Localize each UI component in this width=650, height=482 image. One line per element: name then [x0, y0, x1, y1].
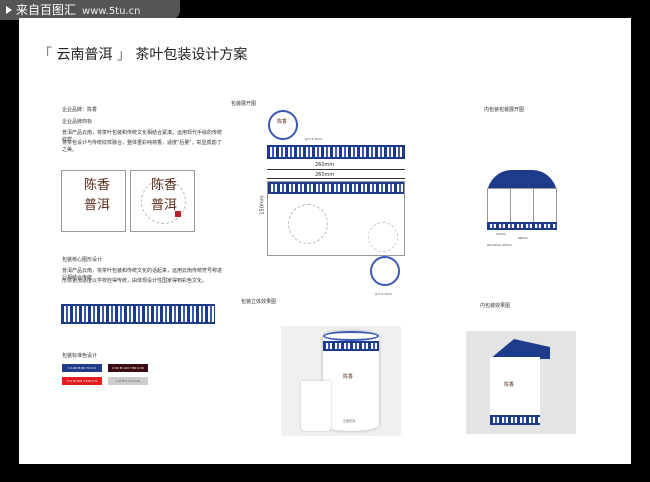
height-label: 150mm	[259, 195, 266, 215]
inner-can	[301, 381, 331, 431]
lid-logo: 陈香	[277, 119, 288, 125]
effect3d-backdrop: 陈香 云南普洱	[281, 326, 401, 436]
inner-note: φ5=5mm-15mm	[487, 243, 512, 247]
circle-note-top: φ7=7.7mm	[305, 137, 323, 141]
core-desc-1: 普洱产品云南，将茶叶包装和传统文化的话起来，运用云南传统符号称进行相结合传统	[62, 268, 223, 281]
colors-title: 包装标准色设计	[62, 353, 98, 359]
swatch-maroon: C:60 M:100 Y:80 K:50	[108, 364, 148, 372]
can-logo: 陈香	[343, 374, 354, 380]
swatch-red: C:0 M:100 Y:100 K:0	[62, 377, 102, 385]
page-title: 「 云南普洱 」 茶叶包装设计方案	[38, 47, 248, 63]
cylinder-can: 陈香 云南普洱	[323, 331, 379, 431]
can-lid	[323, 331, 379, 341]
brand-label: 企业品牌：陈香	[62, 107, 98, 113]
width-line-2	[267, 178, 405, 179]
unfold-ring-2	[368, 222, 398, 252]
unfold-body	[267, 181, 405, 256]
width-label-1: 260mm	[315, 162, 335, 168]
pattern-ring	[141, 179, 186, 224]
swatch-grey: C:0 M:0 Y:0 K:20	[108, 377, 148, 385]
inner3d-body: 陈香	[490, 357, 540, 425]
can-brand: 云南普洱	[343, 419, 356, 423]
unfold-ring	[288, 204, 328, 244]
inner-w2: 48mm	[518, 236, 528, 240]
core-desc-2: 形体更加适度以学校检得传统，由体现设计性国家得到彩色文化。	[62, 278, 208, 284]
red-seal-icon	[175, 211, 181, 217]
effect3d-title: 包装立体效果图	[241, 299, 277, 305]
circle-note-bottom: φ7=7.7mm	[375, 292, 393, 296]
inner-w1: 24mm	[496, 232, 506, 236]
watermark-url: www.5tu.cn	[82, 6, 141, 17]
brand-desc-1: 普洱产品云南，将茶叶包装和传统文化相结合紧凑，运用现代手绘的传统纹样	[62, 130, 223, 143]
swatch-blue: C:100 M:80 Y:0 K:0	[62, 364, 102, 372]
inner3d-lid	[490, 339, 550, 359]
inner-unfold-body	[487, 188, 557, 223]
inner3d-pattern	[490, 415, 540, 425]
inner-unfold-title: 内包装包装展开图	[484, 107, 525, 113]
inner-unfold-strip	[487, 222, 557, 230]
width-line-1	[267, 169, 405, 170]
unfold-body-pattern	[268, 182, 404, 194]
inner-fold-2	[533, 189, 534, 222]
lid-circle-top: 陈香	[268, 110, 298, 140]
logo-line-1: 陈香	[84, 178, 111, 193]
width-label-2: 260mm	[315, 172, 335, 178]
logo-box-plain: 陈香 普洱	[61, 170, 126, 232]
watermark-banner: 来自百图汇 www.5tu.cn	[0, 0, 180, 20]
logo-line-2: 普洱	[84, 198, 111, 213]
brand-desc-2: 将茶包设计与传统纹样融合，整体重彩纯荷香，适度"后量"，彰显孤韵了之美。	[62, 140, 222, 153]
unfold-strip-top	[267, 145, 405, 159]
inner3d-title: 内包装效果图	[480, 303, 511, 309]
core-pattern-strip	[61, 304, 215, 324]
logo2-line-2: 普洱	[151, 198, 178, 213]
lid-circle-bottom	[370, 256, 400, 286]
inner3d-backdrop: 陈香	[466, 331, 576, 434]
logo-box-pattern: 陈香 普洱	[130, 170, 195, 232]
core-title: 包装核心图形设计	[62, 257, 103, 263]
unfold-title: 包装展开图	[231, 101, 257, 107]
watermark-site: 来自百图汇	[16, 3, 77, 17]
logo2-line-1: 陈香	[151, 178, 178, 193]
inner3d-logo: 陈香	[504, 382, 515, 388]
can-pattern	[323, 341, 379, 351]
inner-fold-1	[510, 189, 511, 222]
play-icon	[6, 6, 12, 14]
logo-title: 企业品牌商标	[62, 119, 93, 125]
